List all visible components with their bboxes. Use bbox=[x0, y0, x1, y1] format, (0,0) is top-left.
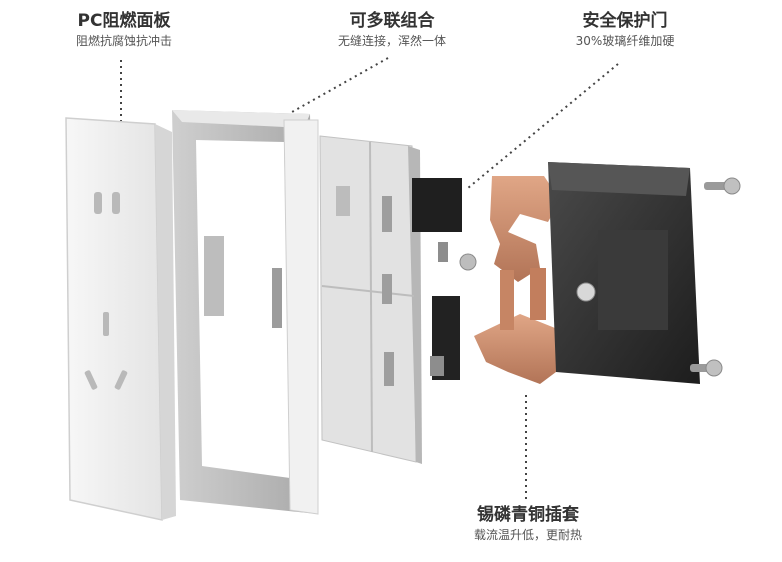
screw-top bbox=[704, 177, 741, 195]
two-pin-slots bbox=[94, 192, 120, 214]
leader-lines bbox=[120, 57, 619, 500]
leader-combine bbox=[291, 57, 389, 113]
front-panel-part bbox=[65, 117, 176, 521]
callout-combine: 可多联组合 无缝连接，浑然一体 bbox=[326, 10, 458, 50]
shutter-springs bbox=[412, 178, 462, 380]
callout-panel: PC阻燃面板 阻燃抗腐蚀抗冲击 bbox=[54, 10, 194, 50]
three-pin-slots bbox=[84, 312, 128, 390]
copper-contacts-part bbox=[459, 176, 572, 384]
callout-panel-subtitle: 阻燃抗腐蚀抗冲击 bbox=[75, 34, 172, 48]
callout-combine-title: 可多联组合 bbox=[349, 11, 435, 31]
callout-shutter-subtitle: 30%玻璃纤维加硬 bbox=[575, 34, 675, 48]
callout-sleeve-subtitle: 载流温升低，更耐热 bbox=[473, 528, 582, 542]
callout-sleeve-title: 锡磷青铜插套 bbox=[477, 505, 579, 525]
callout-panel-title: PC阻燃面板 bbox=[77, 11, 171, 31]
base-plate-part bbox=[319, 135, 422, 464]
back-housing-part bbox=[548, 162, 700, 384]
frame-part bbox=[172, 110, 319, 515]
callout-shutter: 安全保护门 30%玻璃纤维加硬 bbox=[560, 10, 690, 50]
callout-shutter-title: 安全保护门 bbox=[582, 11, 668, 31]
callout-sleeve: 锡磷青铜插套 载流温升低，更耐热 bbox=[460, 504, 596, 544]
callout-combine-subtitle: 无缝连接，浑然一体 bbox=[337, 34, 446, 48]
screw-bottom bbox=[690, 359, 723, 377]
leader-shutter bbox=[467, 63, 619, 189]
